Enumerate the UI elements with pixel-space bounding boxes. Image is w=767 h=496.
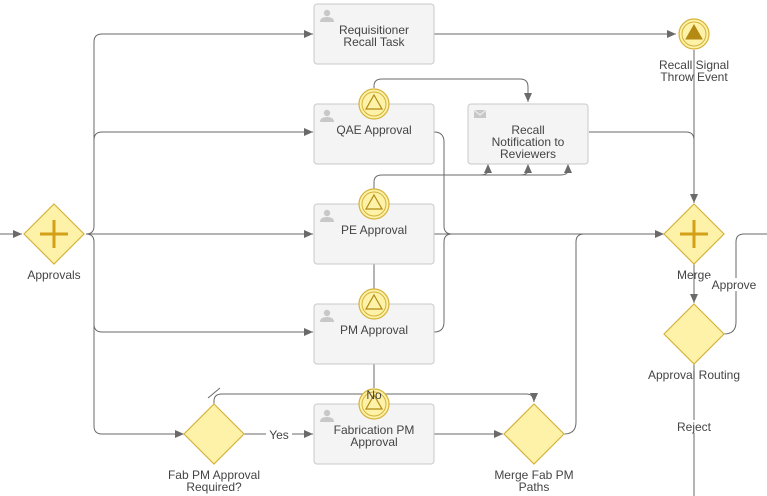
user-icon xyxy=(320,409,334,422)
event-label-line: Throw Event xyxy=(660,70,728,84)
envelope-icon xyxy=(473,109,487,118)
plus-icon xyxy=(680,220,708,248)
flow-approvals-to-qae[interactable] xyxy=(93,128,313,141)
task-label-line: Recall Task xyxy=(343,35,405,49)
edge-label-reject: Reject xyxy=(677,420,712,434)
signal-catch-icon xyxy=(364,93,384,110)
user-icon xyxy=(320,209,334,222)
task-requisitioner-recall[interactable]: Requisitioner Recall Task xyxy=(313,3,435,65)
gateway-approval-routing[interactable]: Approval Routing xyxy=(648,303,740,382)
signal-catch-icon xyxy=(364,293,384,310)
user-icon xyxy=(320,9,334,22)
task-label-line: Fabrication PM xyxy=(334,423,415,437)
task-label-line: Notification to xyxy=(492,135,565,149)
gateway-label-line: Required? xyxy=(186,480,242,494)
task-recall-notification[interactable]: Recall Notification to Reviewers xyxy=(467,103,589,165)
signal-catch-icon xyxy=(364,393,384,410)
user-icon xyxy=(320,109,334,122)
boundary-signal-event-fabrication[interactable] xyxy=(358,388,390,420)
boundary-signal-event-pe[interactable] xyxy=(358,188,390,220)
flow-fab-required-no[interactable] xyxy=(213,392,538,404)
flow-approvals-to-fab-pm-required[interactable] xyxy=(93,324,184,438)
flow-merge-fab-to-merge[interactable] xyxy=(563,233,585,435)
boundary-signal-event-pm[interactable] xyxy=(358,288,390,320)
sequence-flows xyxy=(0,30,767,496)
gateway-label: Approvals xyxy=(27,268,80,282)
plus-icon xyxy=(40,220,68,248)
flow-qae-event-to-notification[interactable] xyxy=(373,78,532,102)
gateway-approvals[interactable]: Approvals xyxy=(23,203,85,282)
flow-notification-to-merge[interactable] xyxy=(589,131,695,141)
edge-label-approve: Approve xyxy=(712,278,757,292)
user-icon xyxy=(320,309,334,322)
task-pe-approval[interactable]: PE Approval xyxy=(313,203,435,265)
gateway-label-line: Merge Fab PM xyxy=(494,468,573,482)
gateway-merge[interactable]: Merge xyxy=(663,203,725,282)
event-label-line: Recall Signal xyxy=(659,58,729,72)
edge-labels: Yes No Approve Reject xyxy=(266,278,760,442)
gateway-label-line: Fab PM Approval xyxy=(168,468,260,482)
flow-routing-approve[interactable] xyxy=(723,233,767,335)
task-label: PE Approval xyxy=(341,223,407,237)
task-label-line: Approval xyxy=(350,435,397,449)
flow-pe-event-to-notification[interactable] xyxy=(373,164,492,188)
task-pm-approval[interactable]: PM Approval xyxy=(313,303,435,365)
task-label: PM Approval xyxy=(340,323,408,337)
gateway-fab-pm-required[interactable]: Fab PM Approval Required? xyxy=(168,403,260,494)
gateway-label: Approval Routing xyxy=(648,368,740,382)
task-label: QAE Approval xyxy=(336,123,411,137)
gateway-label: Merge xyxy=(677,268,711,282)
signal-catch-icon xyxy=(364,193,384,210)
boundary-signal-event-qae[interactable] xyxy=(358,88,390,120)
event-recall-signal-throw[interactable]: Recall Signal Throw Event xyxy=(659,18,729,84)
task-qae-approval[interactable]: QAE Approval xyxy=(313,103,435,165)
flow-approvals-to-requisitioner[interactable] xyxy=(85,30,313,235)
flow-approvals-to-pm[interactable] xyxy=(85,233,313,336)
signal-throw-icon xyxy=(685,23,703,40)
task-label-line: Requisitioner xyxy=(339,23,409,37)
task-label-line: Reviewers xyxy=(500,147,556,161)
task-fabrication-pm-approval[interactable]: Fabrication PM Approval xyxy=(313,403,435,465)
default-flow-marker xyxy=(207,387,221,399)
gateway-merge-fab-pm-paths[interactable]: Merge Fab PM Paths xyxy=(494,403,574,494)
task-label-line: Recall xyxy=(511,123,544,137)
gateway-label-line: Paths xyxy=(519,480,550,494)
edge-label-no: No xyxy=(366,388,382,402)
edge-label-yes: Yes xyxy=(269,428,289,442)
flow-pm-to-merge[interactable] xyxy=(433,233,453,333)
